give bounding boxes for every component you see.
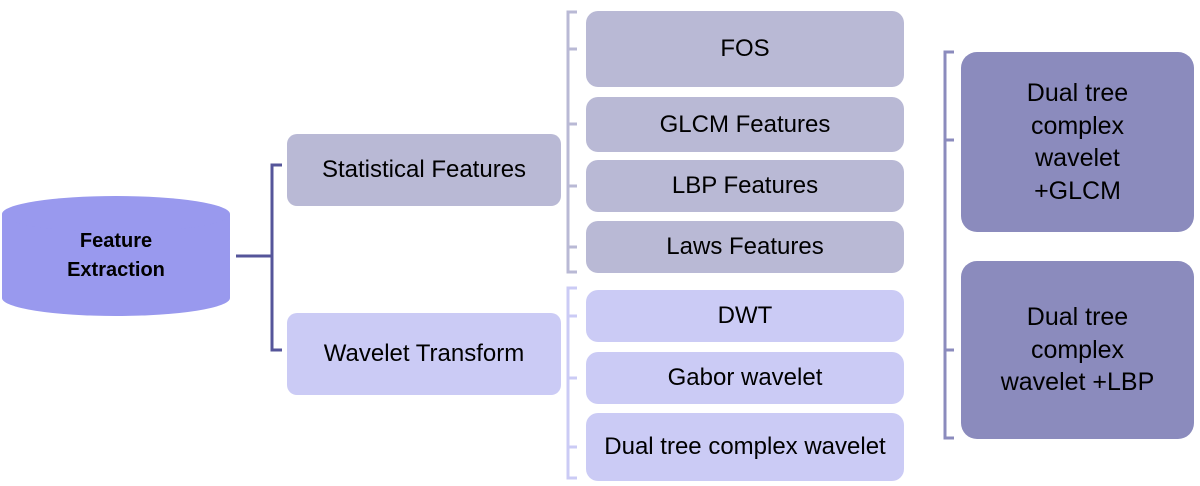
laws-features-box: Laws Features bbox=[586, 221, 904, 273]
glcm-features-box: GLCM Features bbox=[586, 97, 904, 152]
root-cylinder-top bbox=[2, 196, 230, 232]
wavelet-transform-box: Wavelet Transform bbox=[287, 313, 561, 395]
dtcw-lbp-box: Dual tree complex wavelet +LBP bbox=[961, 261, 1194, 439]
dwt-box: DWT bbox=[586, 290, 904, 342]
lbp-features-box: LBP Features bbox=[586, 160, 904, 212]
feature-extraction-label: Feature Extraction bbox=[67, 230, 165, 281]
fos-box: FOS bbox=[586, 11, 904, 87]
category-bracket bbox=[270, 163, 282, 352]
combination-bracket bbox=[943, 50, 954, 440]
statistical-features-box: Statistical Features bbox=[287, 134, 561, 206]
gabor-wavelet-box: Gabor wavelet bbox=[586, 352, 904, 404]
feature-extraction-node: Feature Extraction bbox=[2, 196, 230, 316]
dual-tree-complex-wavelet-box: Dual tree complex wavelet bbox=[586, 413, 904, 481]
root-cylinder-body bbox=[2, 214, 230, 316]
root-cylinder-shape bbox=[2, 196, 230, 316]
dtcw-glcm-box: Dual tree complex wavelet +GLCM bbox=[961, 52, 1194, 232]
wavelet-bracket bbox=[566, 286, 577, 480]
statistical-bracket bbox=[566, 10, 577, 274]
